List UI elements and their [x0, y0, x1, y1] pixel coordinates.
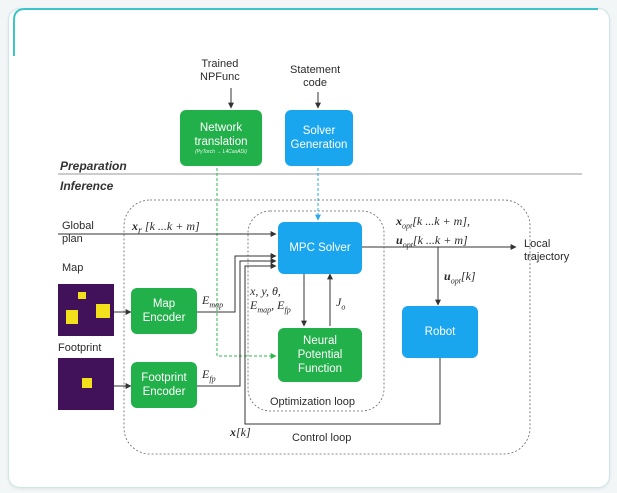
state-feedback	[244, 263, 441, 425]
map-encoder-box: Map Encoder	[131, 288, 197, 334]
optimization-loop-label: Optimization loop	[270, 396, 355, 408]
map-image	[58, 284, 114, 336]
footprint-label: Footprint	[58, 342, 102, 354]
control-loop-label: Control loop	[292, 432, 352, 444]
map-label: Map	[62, 262, 84, 274]
footprint-image	[58, 358, 114, 410]
mpc-solver-box: MPC Solver	[278, 222, 362, 274]
xopt-uopt-label: xopt[k ...k + m],uopt[k ...k + m]	[396, 214, 470, 250]
inference-label: Inference	[60, 179, 114, 193]
footprint-shape	[82, 378, 92, 388]
local-trajectory-label: Local trajectory	[524, 238, 570, 263]
efp-to-mpc	[197, 258, 277, 387]
efp-label: Efp	[202, 367, 216, 384]
map-obstacle	[66, 310, 78, 324]
xr-label: xr [k ...k + m]	[132, 219, 200, 237]
uopt-k-label: uopt[k]	[444, 269, 476, 286]
neural-potential-function-box: Neural Potential Function	[278, 328, 362, 382]
state-vars-label: x, y, θ,Emap, Efp	[250, 284, 291, 315]
network-translation-sub: (PyTorch → L4CasADi)	[195, 148, 247, 155]
solver-generation-box: Solver Generation	[285, 110, 353, 166]
emap-label: Emap	[202, 293, 224, 310]
footprint-encoder-box: Footprint Encoder	[131, 362, 197, 408]
preparation-label: Preparation	[60, 159, 127, 173]
statement-code-label: Statement code	[290, 64, 341, 89]
trained-npfunc-label: Trained NPFunc	[200, 58, 240, 83]
jo-label: Jo	[336, 295, 346, 312]
global-plan-label: Global plan	[62, 220, 94, 245]
network-translation-box: Network translation (PyTorch → L4CasADi)	[180, 110, 262, 166]
xk-label: x[k]	[230, 425, 251, 439]
map-obstacle	[78, 292, 86, 299]
robot-box: Robot	[402, 306, 478, 358]
optimization-loop-boundary	[247, 210, 385, 412]
translation-to-npf	[216, 168, 277, 359]
control-loop-boundary	[123, 199, 531, 455]
emap-to-mpc	[197, 253, 277, 313]
network-translation-label: Network translation	[194, 121, 248, 148]
map-obstacle	[96, 304, 110, 318]
